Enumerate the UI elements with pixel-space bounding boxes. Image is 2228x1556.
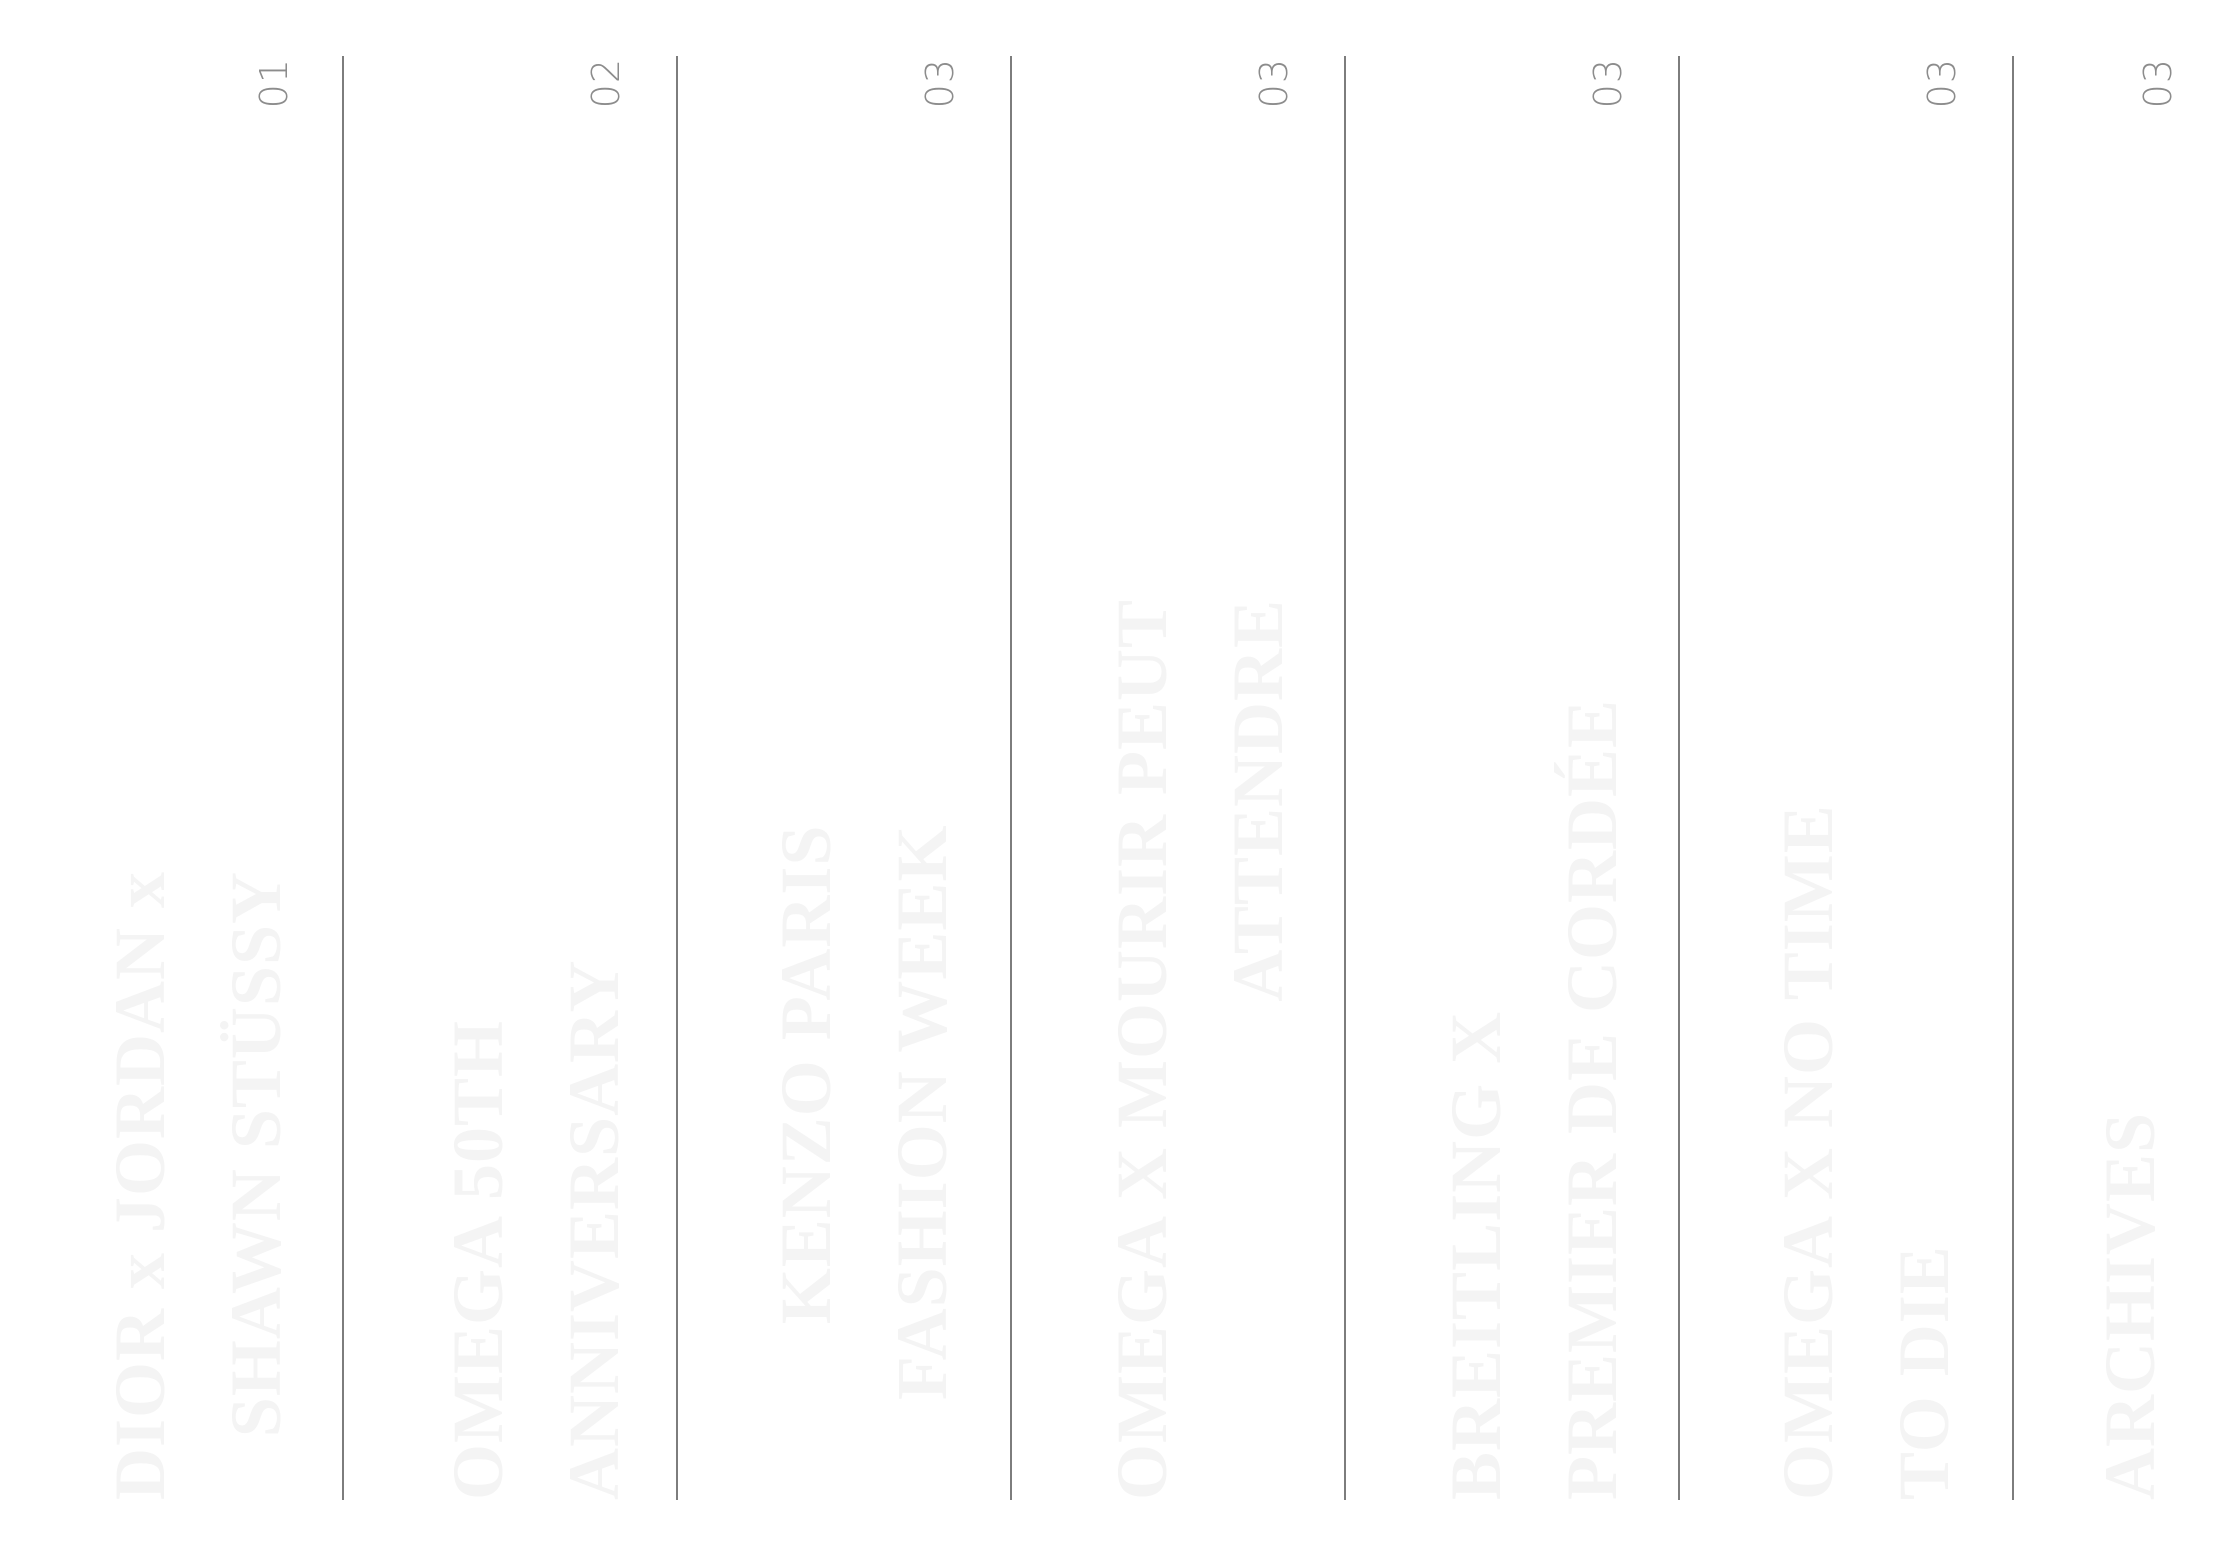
- column-divider: [2012, 56, 2014, 1500]
- project-column-archives[interactable]: 03 ARCHIVES: [2014, 0, 2228, 1556]
- project-column-omega-no-time[interactable]: 03 OMEGA X NO TIME TO DIE: [1680, 0, 2014, 1556]
- column-divider: [676, 56, 678, 1500]
- column-divider: [1010, 56, 1012, 1500]
- project-title-line: OMEGA 50TH: [438, 1019, 518, 1500]
- project-title[interactable]: OMEGA 50TH ANNIVERSARY: [420, 959, 652, 1500]
- project-title-line: ANNIVERSARY: [554, 959, 634, 1500]
- project-number: 03: [1252, 58, 1296, 109]
- project-title[interactable]: OMEGA X NO TIME TO DIE: [1750, 804, 1982, 1500]
- project-number: 03: [1920, 58, 1964, 109]
- project-title-line: PREMIER DE CORDÉE: [1552, 698, 1632, 1500]
- project-title-line: BREITLING X: [1436, 1010, 1516, 1500]
- project-column-kenzo[interactable]: 03 KENZO PARIS FASHION WEEK: [678, 0, 1012, 1556]
- project-title-line: ATTENDRE: [1218, 599, 1298, 1002]
- project-title[interactable]: BREITLING X PREMIER DE CORDÉE: [1418, 699, 1650, 1500]
- project-column-omega-mourir[interactable]: 03 OMEGA X MOURIR PEUT ATTENDRE: [1012, 0, 1346, 1556]
- project-title-line: OMEGA X NO TIME: [1768, 804, 1848, 1500]
- column-divider: [1344, 56, 1346, 1500]
- project-title[interactable]: DIOR x JORDAN x SHAWN STÜSSY: [82, 871, 314, 1500]
- column-divider: [342, 56, 344, 1500]
- project-title-line: FASHION WEEK: [882, 824, 962, 1400]
- project-title-line: ARCHIVES: [2090, 1111, 2170, 1500]
- project-title-line: TO DIE: [1884, 1245, 1964, 1500]
- project-number: 03: [918, 58, 962, 109]
- project-title[interactable]: ARCHIVES: [2072, 1112, 2188, 1500]
- project-title[interactable]: OMEGA X MOURIR PEUT ATTENDRE: [1084, 599, 1316, 1500]
- column-divider: [1678, 56, 1680, 1500]
- project-number: 01: [252, 58, 296, 109]
- project-number: 03: [2136, 58, 2180, 109]
- project-title-line: SHAWN STÜSSY: [216, 870, 296, 1438]
- project-number: 02: [584, 58, 628, 109]
- project-title-line: KENZO PARIS: [766, 824, 846, 1325]
- project-number: 03: [1586, 58, 1630, 109]
- project-title[interactable]: KENZO PARIS FASHION WEEK: [748, 825, 980, 1400]
- project-column-breitling[interactable]: 03 BREITLING X PREMIER DE CORDÉE: [1346, 0, 1680, 1556]
- project-column-omega-50th[interactable]: 02 OMEGA 50TH ANNIVERSARY: [344, 0, 678, 1556]
- project-column-dior-jordan[interactable]: 01 DIOR x JORDAN x SHAWN STÜSSY: [0, 0, 344, 1556]
- project-title-line: DIOR x JORDAN x: [100, 870, 180, 1500]
- project-title-line: OMEGA X MOURIR PEUT: [1102, 599, 1182, 1500]
